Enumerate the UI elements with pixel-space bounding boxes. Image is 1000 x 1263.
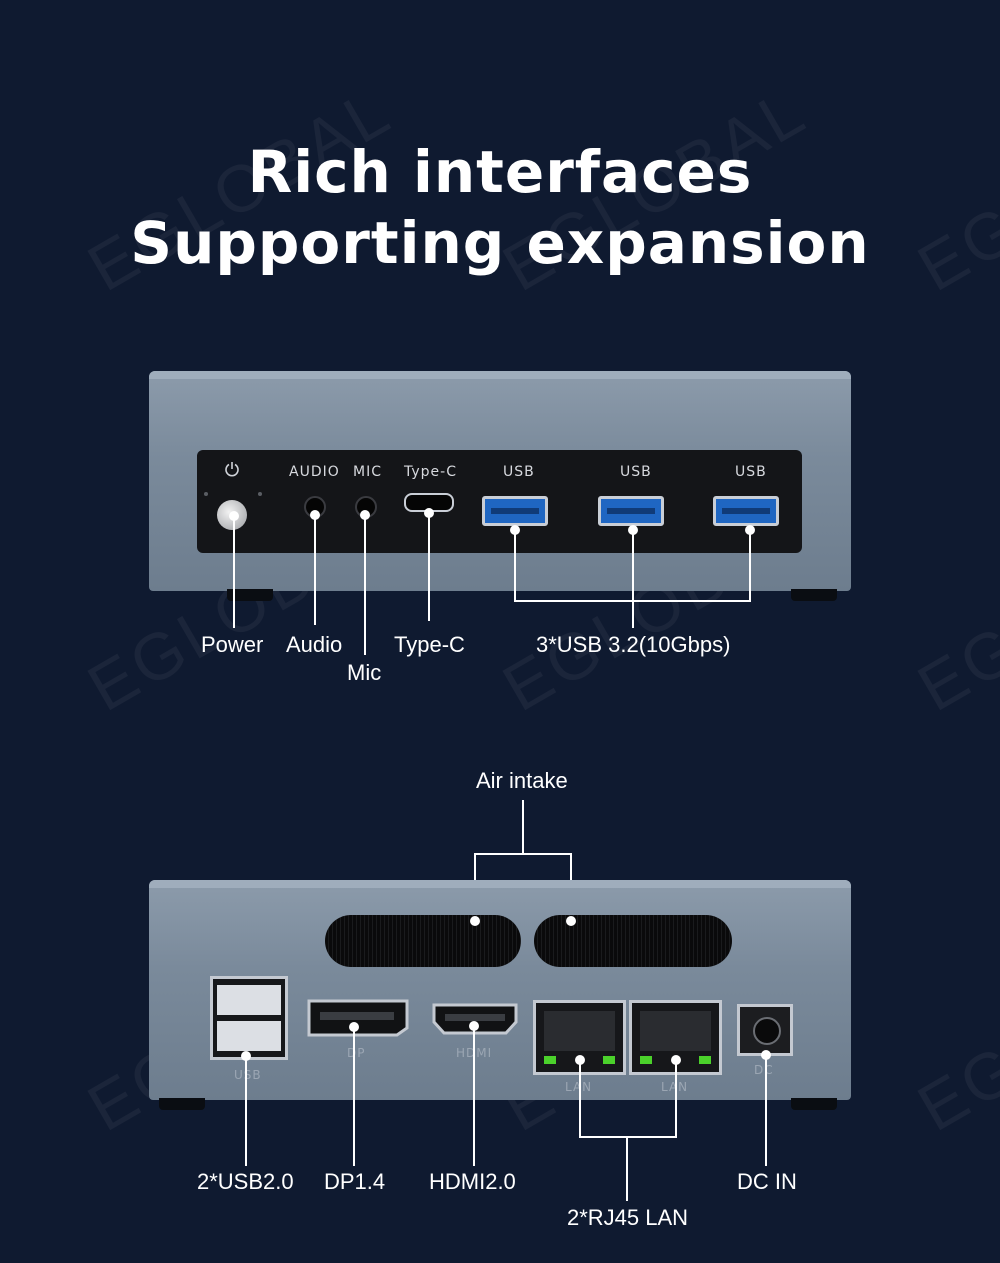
leader-line-lan [626,1136,628,1201]
leader-line-usb-2 [632,530,634,628]
rj45-port-2[interactable] [629,1000,722,1075]
usb2-port-stack [210,976,288,1060]
leader-bracket-air-intake [474,853,572,855]
chassis-foot-right [791,1098,837,1110]
dc-in-jack[interactable] [737,1004,793,1056]
port-label-usb-1: USB [503,464,535,480]
leader-line-power [233,516,235,628]
chassis-foot-left [227,589,273,601]
watermark: EGLOBAL [905,912,1000,1145]
callout-mic: Mic [347,660,382,685]
lan-led-left [640,1056,652,1064]
leader-bracket-lan [579,1136,677,1138]
dc-barrel [753,1017,781,1045]
leader-line-lan-1 [579,1060,581,1138]
leader-bracket-usb [514,600,751,602]
port-label-lan-1: LAN [565,1080,592,1094]
displayport-port[interactable] [306,998,410,1038]
mini-pc-front-view: AUDIO MIC Type-C USB USB USB [149,371,851,601]
rj45-socket [544,1011,615,1051]
air-intake-vent-left [325,915,521,967]
usb3-port-2[interactable] [598,496,664,526]
leader-line-audio [314,515,316,625]
callout-audio: Audio [286,632,343,657]
leader-dot-vent-left [470,916,480,926]
port-label-dc: DC [754,1063,774,1077]
port-label-lan-2: LAN [661,1080,688,1094]
status-led-left [204,492,208,496]
chassis-top-edge [149,880,851,888]
air-intake-vent-right [534,915,732,967]
callout-type-c: Type-C [394,632,465,657]
leader-line-dc [765,1055,767,1166]
mini-pc-rear-view: USB DP HDMI LAN LAN DC [149,880,851,1110]
leader-line-type-c [428,513,430,621]
chassis-foot-left [159,1098,205,1110]
chassis-top-edge [149,371,851,379]
callout-usb2: 2*USB2.0 [197,1169,294,1194]
port-label-usb: USB [234,1068,262,1082]
chassis-foot-right [791,589,837,601]
port-label-mic: MIC [353,464,382,480]
leader-line-usb2 [245,1056,247,1166]
hdmi-port[interactable] [431,1002,519,1036]
power-symbol-icon [225,462,239,477]
usb2-port-bottom[interactable] [217,1021,281,1051]
leader-line-air-intake [522,800,524,855]
leader-line-mic [364,515,366,655]
callout-power: Power [201,632,264,657]
status-led-right [258,492,262,496]
callout-air-intake: Air intake [476,768,568,793]
port-label-dp: DP [347,1046,366,1060]
watermark: EGLOBAL [905,492,1000,725]
callout-dc-in: DC IN [737,1169,797,1194]
port-label-usb-3: USB [735,464,767,480]
headline-line2: Supporting expansion [130,209,870,277]
callout-lan: 2*RJ45 LAN [567,1205,689,1230]
leader-line-usb-3 [749,530,751,602]
leader-line-hdmi [473,1026,475,1166]
callout-dp: DP1.4 [324,1169,386,1194]
leader-line-usb-1 [514,530,516,602]
usb3-port-3[interactable] [713,496,779,526]
lan-led-left [544,1056,556,1064]
rj45-socket [640,1011,711,1051]
callout-hdmi: HDMI2.0 [429,1169,516,1194]
usb2-port-top[interactable] [217,985,281,1015]
port-label-audio: AUDIO [289,464,340,480]
headline-line1: Rich interfaces [247,138,753,206]
lan-led-right [699,1056,711,1064]
lan-led-right [603,1056,615,1064]
usb3-port-1[interactable] [482,496,548,526]
port-label-type-c: Type-C [404,464,457,480]
leader-line-dp [353,1027,355,1166]
front-io-panel: AUDIO MIC Type-C USB USB USB [197,450,802,553]
port-label-usb-2: USB [620,464,652,480]
leader-dot-vent-right [566,916,576,926]
leader-line-lan-2 [675,1060,677,1138]
callout-usb: 3*USB 3.2(10Gbps) [536,632,731,657]
